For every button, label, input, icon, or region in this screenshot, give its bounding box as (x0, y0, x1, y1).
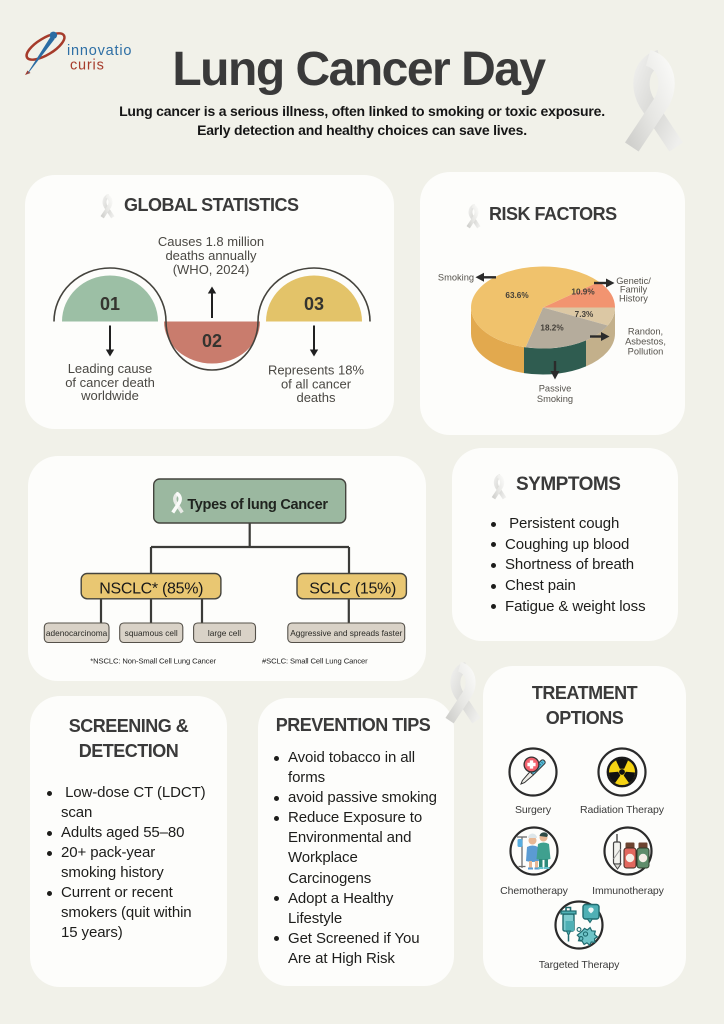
svg-text:Targeted Therapy: Targeted Therapy (539, 959, 620, 971)
svg-text:Smoking: Smoking (537, 394, 573, 404)
svg-text:Family: Family (620, 285, 648, 295)
svg-text:Chemotherapy: Chemotherapy (500, 885, 569, 897)
svg-text:01: 01 (100, 294, 120, 314)
svg-text:Represents 18%: Represents 18% (268, 363, 365, 378)
svg-text:Causes 1.8 million: Causes 1.8 million (158, 234, 264, 249)
svg-text:Radiation Therapy: Radiation Therapy (580, 804, 665, 816)
svg-text:SCLC (15%): SCLC (15%) (309, 581, 396, 598)
svg-text:02: 02 (202, 331, 222, 351)
svg-text:Asbestos,: Asbestos, (625, 337, 666, 347)
svg-text:of cancer death: of cancer death (65, 375, 155, 390)
svg-text:Surgery: Surgery (515, 804, 552, 816)
svg-text:NSCLC* (85%): NSCLC* (85%) (99, 581, 203, 598)
svg-text:*NSCLC: Non-Small Cell Lung Ca: *NSCLC: Non-Small Cell Lung Cancer (90, 657, 216, 666)
svg-text:Randon,: Randon, (628, 327, 663, 337)
svg-text:#SCLC: Small Cell Lung Cancer: #SCLC: Small Cell Lung Cancer (262, 657, 368, 666)
svg-text:large cell: large cell (208, 628, 241, 638)
svg-text:deaths annually: deaths annually (165, 248, 257, 263)
svg-text:Pollution: Pollution (628, 347, 664, 357)
svg-text:03: 03 (304, 294, 324, 314)
svg-text:curis: curis (70, 58, 105, 74)
svg-text:deaths: deaths (296, 390, 336, 405)
svg-text:Genetic/: Genetic/ (616, 276, 651, 286)
svg-text:10.9%: 10.9% (571, 288, 595, 297)
svg-text:Aggressive and spreads faster: Aggressive and spreads faster (290, 628, 402, 638)
svg-text:Passive: Passive (539, 384, 572, 394)
svg-text:squamous cell: squamous cell (125, 628, 178, 638)
svg-text:adenocarcinoma: adenocarcinoma (46, 628, 108, 638)
svg-text:Leading cause: Leading cause (68, 361, 153, 376)
svg-text:Immunotherapy: Immunotherapy (592, 885, 665, 897)
svg-text:Smoking: Smoking (438, 273, 474, 283)
svg-text:63.6%: 63.6% (505, 291, 529, 300)
svg-text:18.2%: 18.2% (540, 324, 564, 333)
svg-text:(WHO, 2024): (WHO, 2024) (173, 262, 250, 277)
svg-text:Types of lung Cancer: Types of lung Cancer (187, 497, 328, 513)
svg-text:7.3%: 7.3% (575, 310, 594, 319)
svg-text:innovatio: innovatio (67, 43, 132, 59)
svg-text:History: History (619, 293, 648, 303)
svg-text:worldwide: worldwide (80, 388, 139, 403)
svg-text:of all cancer: of all cancer (281, 377, 352, 392)
